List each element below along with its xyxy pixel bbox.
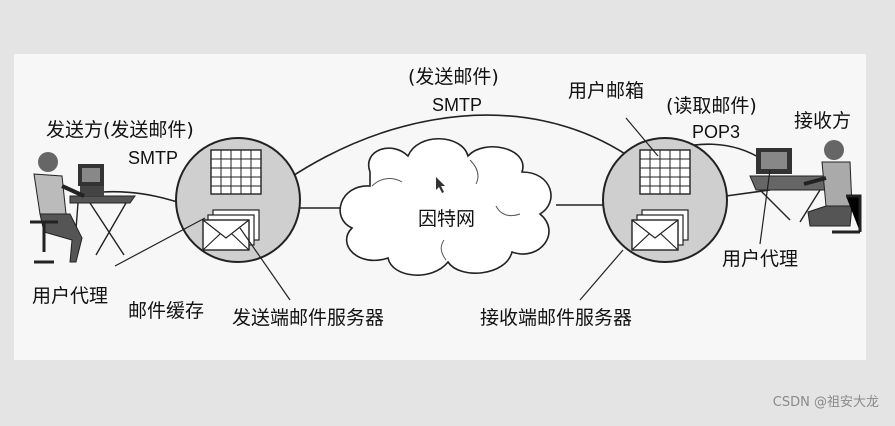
receiver-person-icon [749, 140, 862, 234]
mail-cache-leader [114, 217, 206, 267]
mouse-cursor-icon [436, 177, 445, 193]
watermark: CSDN @祖安大龙 [772, 395, 879, 410]
internet-label: 因特网 [418, 208, 476, 230]
receiver-link-line [725, 189, 771, 197]
sender-user-agent-label: 用户代理 [32, 285, 109, 307]
transfer-protocol-label: SMTP [432, 95, 483, 115]
reader-title: (读取邮件) [666, 95, 757, 117]
mail-cache-envelope-icon [202, 209, 260, 251]
internet-cloud-icon [339, 137, 552, 276]
receiver-server-label: 接收端邮件服务器 [480, 307, 633, 329]
mail-cache-label: 邮件缓存 [128, 300, 205, 322]
receiver-mailbox-grid-icon [639, 149, 691, 195]
reader-protocol-label: POP3 [692, 122, 741, 142]
sender-person-icon [30, 152, 136, 264]
sender-mail-server [175, 137, 301, 263]
transfer-title: (发送邮件) [408, 66, 499, 88]
receiver-mail-server [602, 137, 728, 263]
mailbox-leader [625, 117, 659, 157]
sender-server-leader [239, 227, 291, 301]
mailbox-label: 用户邮箱 [568, 80, 645, 102]
receiver-user-agent-label: 用户代理 [722, 248, 799, 270]
receiver-server-leader [579, 249, 624, 301]
sender-protocol-label: SMTP [128, 148, 179, 168]
receiver-title: 接收方 [794, 110, 852, 132]
receiver-envelope-icon [631, 209, 689, 251]
sender-title: 发送方(发送邮件) [46, 119, 194, 141]
receiver-agent-leader [759, 169, 771, 245]
sender-mailbox-grid-icon [210, 149, 262, 195]
sender-server-label: 发送端邮件服务器 [232, 307, 385, 329]
